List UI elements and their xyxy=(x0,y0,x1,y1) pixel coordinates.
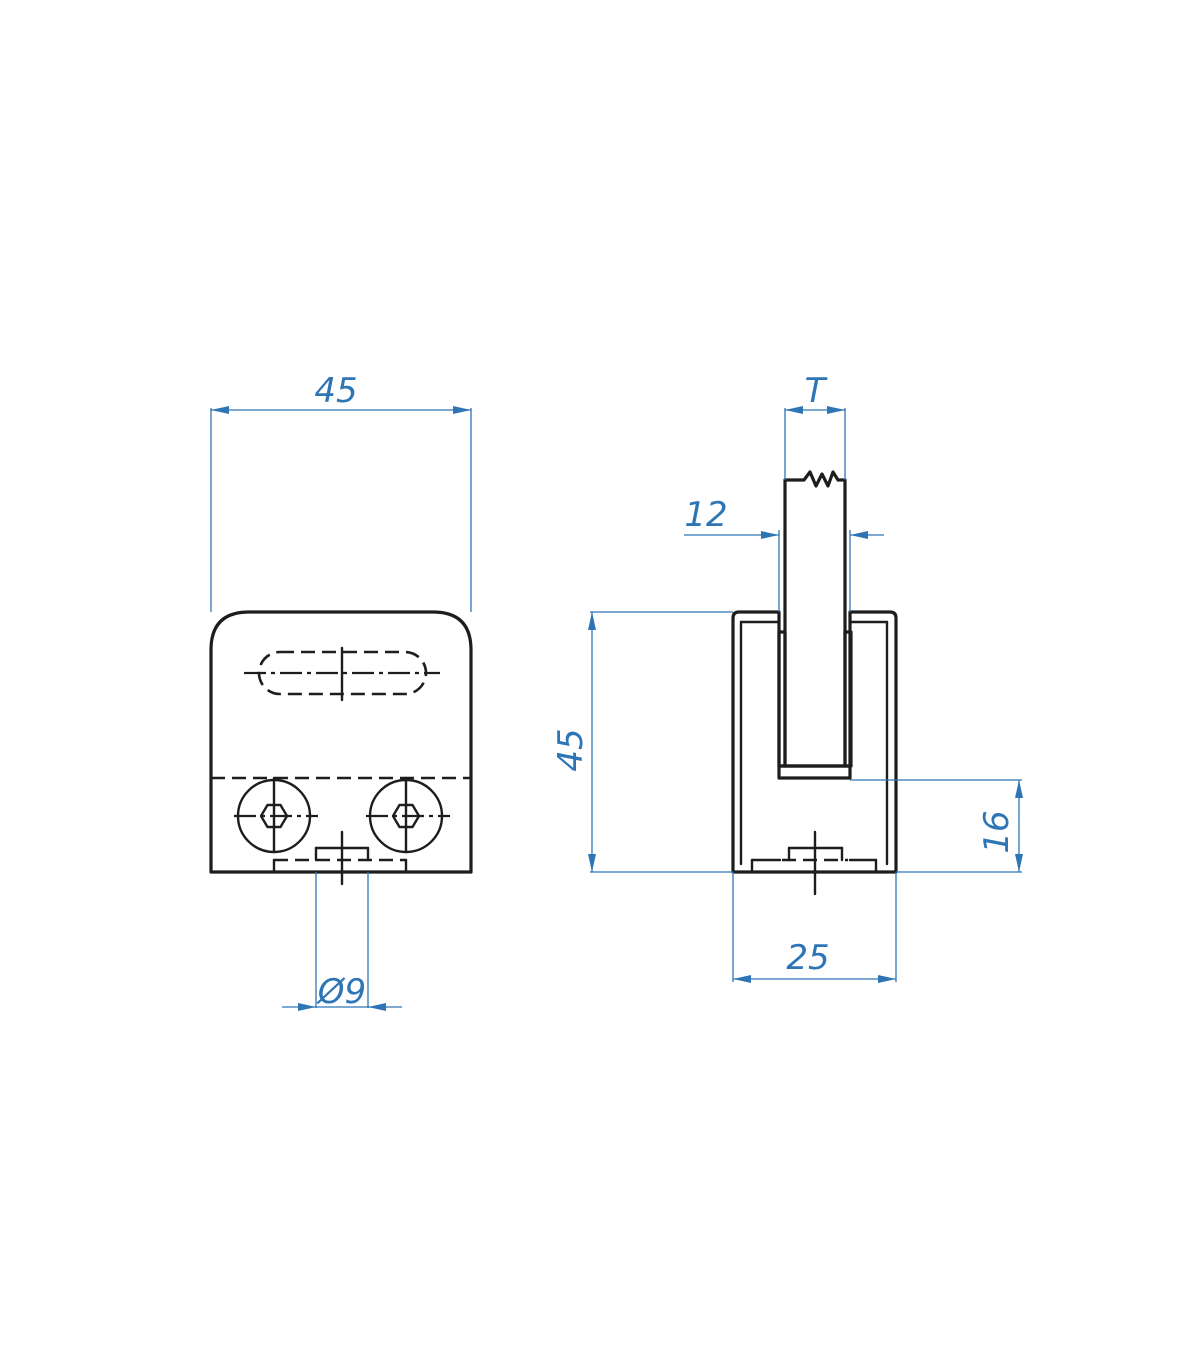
left-screw xyxy=(234,776,318,854)
front-outline xyxy=(209,610,473,874)
front-base-hole xyxy=(272,830,408,886)
side-base-hole xyxy=(750,830,878,896)
side-outline xyxy=(731,610,898,874)
dim-slot-depth: 12 xyxy=(684,495,884,612)
dim-front-width: 45 xyxy=(210,371,472,612)
dim-hole-diameter-label: Ø9 xyxy=(316,972,366,1012)
dim-side-width: 25 xyxy=(732,872,897,983)
front-view xyxy=(209,610,473,886)
gasket-right xyxy=(843,630,853,768)
side-view xyxy=(731,470,898,896)
glass-panel xyxy=(783,470,847,768)
dim-side-width-label: 25 xyxy=(786,938,829,978)
dim-base-height-label: 16 xyxy=(977,810,1017,853)
dim-front-width-label: 45 xyxy=(314,371,357,411)
dim-slot-depth-label: 12 xyxy=(684,495,727,535)
dim-hole-diameter: Ø9 xyxy=(282,872,402,1012)
gasket-left xyxy=(777,630,787,768)
right-screw xyxy=(366,776,450,854)
dim-side-height: 45 xyxy=(551,611,733,873)
front-slot xyxy=(257,650,428,696)
dim-glass-thickness: T xyxy=(784,371,846,480)
dim-base-height: 16 xyxy=(850,779,1023,873)
dim-glass-thickness-label: T xyxy=(805,371,828,411)
dim-side-height-label: 45 xyxy=(551,728,591,771)
